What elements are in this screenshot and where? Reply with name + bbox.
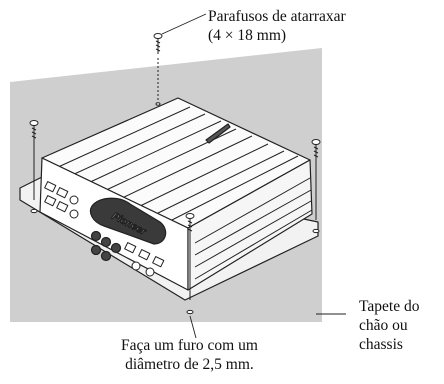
hole-label-line1: Faça um furo com um xyxy=(121,337,258,354)
terminal-block-right xyxy=(124,242,165,277)
speaker-terminals xyxy=(90,230,122,262)
floor-label-line1: Tapete do xyxy=(359,298,420,315)
screw-left xyxy=(29,120,39,214)
screws-label: Parafusos de atarraxar (4 × 18 mm) xyxy=(208,7,346,45)
screw-front xyxy=(185,213,195,315)
floor-mat-label: Tapete do chão ou chassis xyxy=(359,297,419,354)
drill-hole-label: Faça um furo com um diâmetro de 2,5 mm. xyxy=(121,336,258,374)
screws-label-line2: (4 × 18 mm) xyxy=(208,27,287,44)
screw-top xyxy=(153,33,163,106)
screw-right xyxy=(311,139,321,234)
hole-label-line2: diâmetro de 2,5 mm. xyxy=(125,356,254,373)
top-slot xyxy=(205,123,231,144)
amplifier-unit: Pioneer xyxy=(19,97,319,301)
brand-plate xyxy=(89,197,167,245)
screws-label-line1: Parafusos de atarraxar xyxy=(208,8,346,25)
leader-screws xyxy=(161,13,207,35)
floor-label-line3: chassis xyxy=(359,336,403,353)
terminal-block-left xyxy=(44,181,79,219)
floor-label-line2: chão ou xyxy=(359,317,408,334)
leader-hole xyxy=(189,315,197,339)
